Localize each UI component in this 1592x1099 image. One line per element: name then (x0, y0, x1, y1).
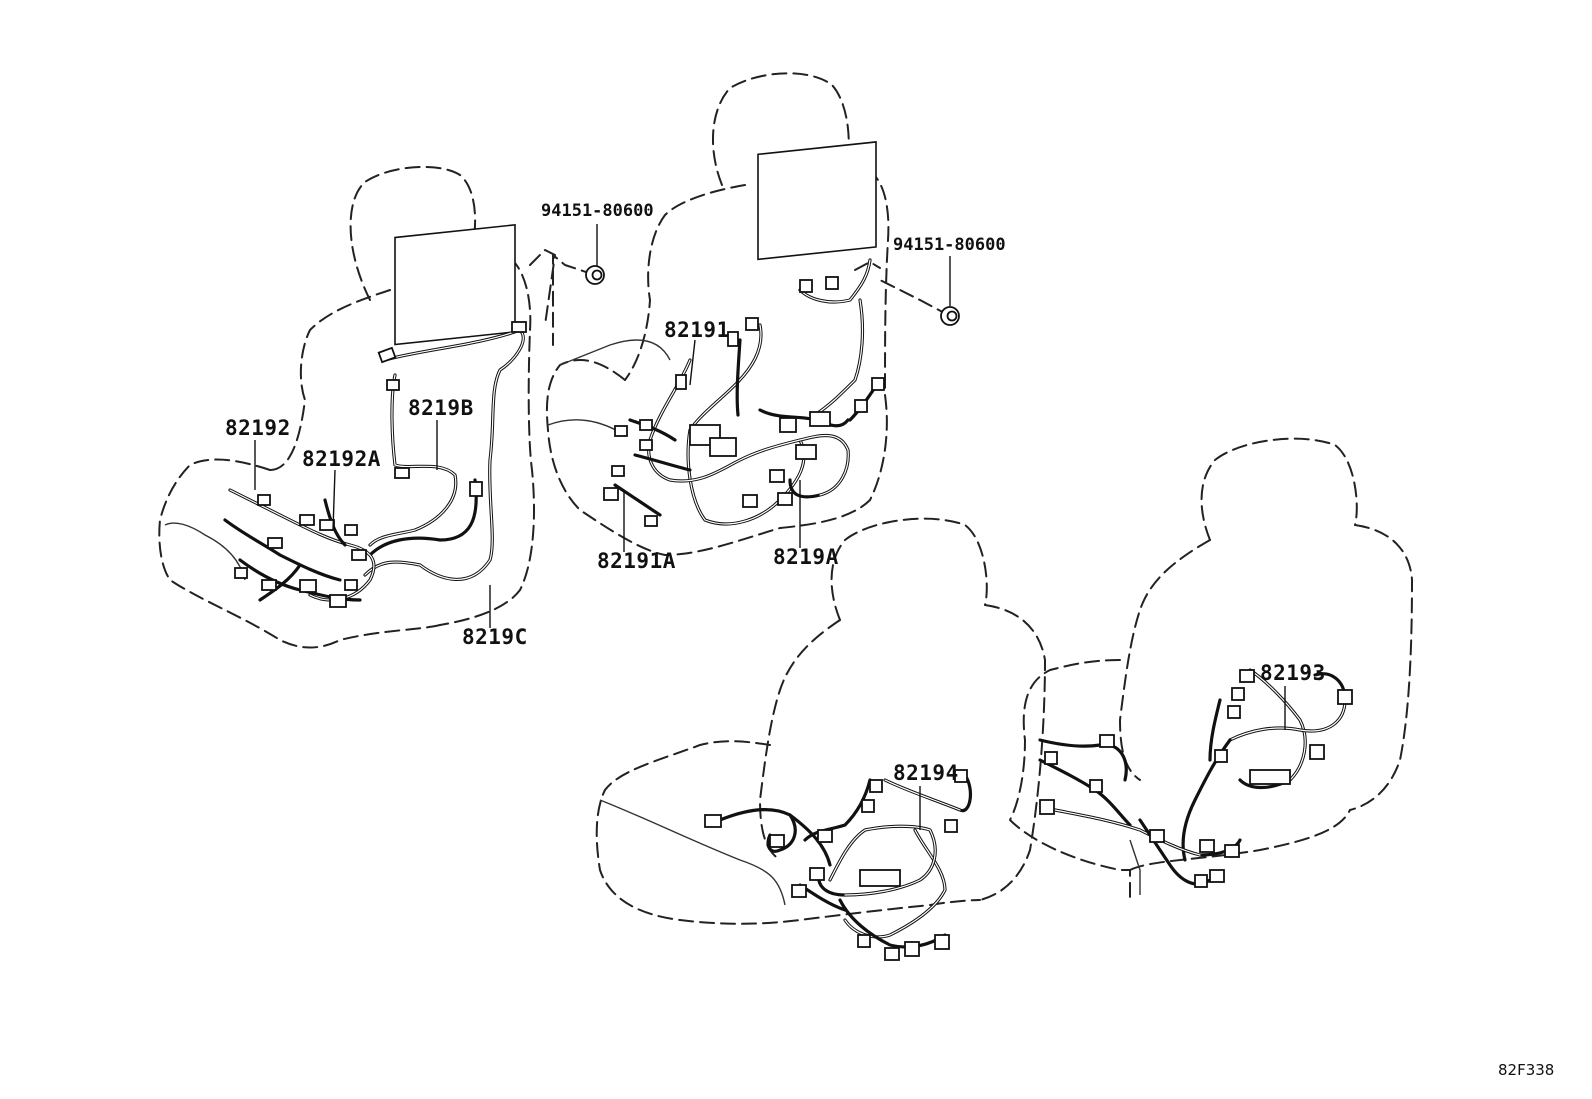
part-labels: 82192 82192A 8219B 8219C 82191 82191A 82… (225, 201, 1326, 785)
seat-2-display-panel (757, 141, 877, 261)
diagram-reference-code: 82F338 (1498, 1061, 1554, 1079)
label-8219B: 8219B (408, 396, 474, 420)
label-82192A: 82192A (302, 447, 381, 471)
seat-front-left (158, 166, 556, 649)
label-94151-80600-right: 94151-80600 (893, 235, 1006, 255)
seat-2-headrest (712, 72, 850, 186)
seat-1-cushion-edge (164, 522, 246, 581)
seat-1-screen-cover (529, 249, 556, 326)
harness-seat-2 (603, 258, 885, 527)
harness-seat-1 (223, 321, 527, 608)
seat-front-right (545, 72, 890, 556)
harness-seat-4 (1038, 668, 1353, 888)
seat-1-headrest (349, 166, 477, 301)
label-82193: 82193 (1260, 661, 1326, 685)
label-82191: 82191 (664, 318, 730, 342)
seat-rear-left (595, 517, 1046, 925)
seat-3-cushion-seam (599, 799, 786, 906)
label-94151-80600-left: 94151-80600 (541, 201, 654, 221)
seat-4-cushion (1009, 659, 1131, 901)
seat-3-headrest (830, 517, 988, 621)
seat-4-cushion-front (1129, 809, 1351, 871)
label-82194: 82194 (893, 761, 959, 785)
seat-1-backrest (269, 257, 535, 626)
label-82192: 82192 (225, 416, 291, 440)
seat-1-cushion (158, 458, 441, 649)
seat-2-screen-cover (854, 261, 881, 271)
clip-right (879, 279, 960, 326)
seat-rear-right (1009, 437, 1413, 901)
seat-2-backrest (624, 169, 890, 529)
harness-seat-3 (704, 769, 973, 961)
seat-4-edge (1129, 839, 1141, 895)
seat-4-backrest (1119, 524, 1413, 811)
seat-1-display-panel (394, 223, 516, 346)
label-8219C: 8219C (462, 625, 528, 649)
label-8219A: 8219A (773, 545, 839, 569)
leader-lines (254, 224, 1286, 830)
seat-3-cushion (595, 740, 981, 925)
clip-left (552, 254, 605, 346)
seat-3-backrest (759, 604, 1046, 901)
seat-4-headrest (1200, 437, 1358, 541)
label-82191A: 82191A (597, 549, 676, 573)
